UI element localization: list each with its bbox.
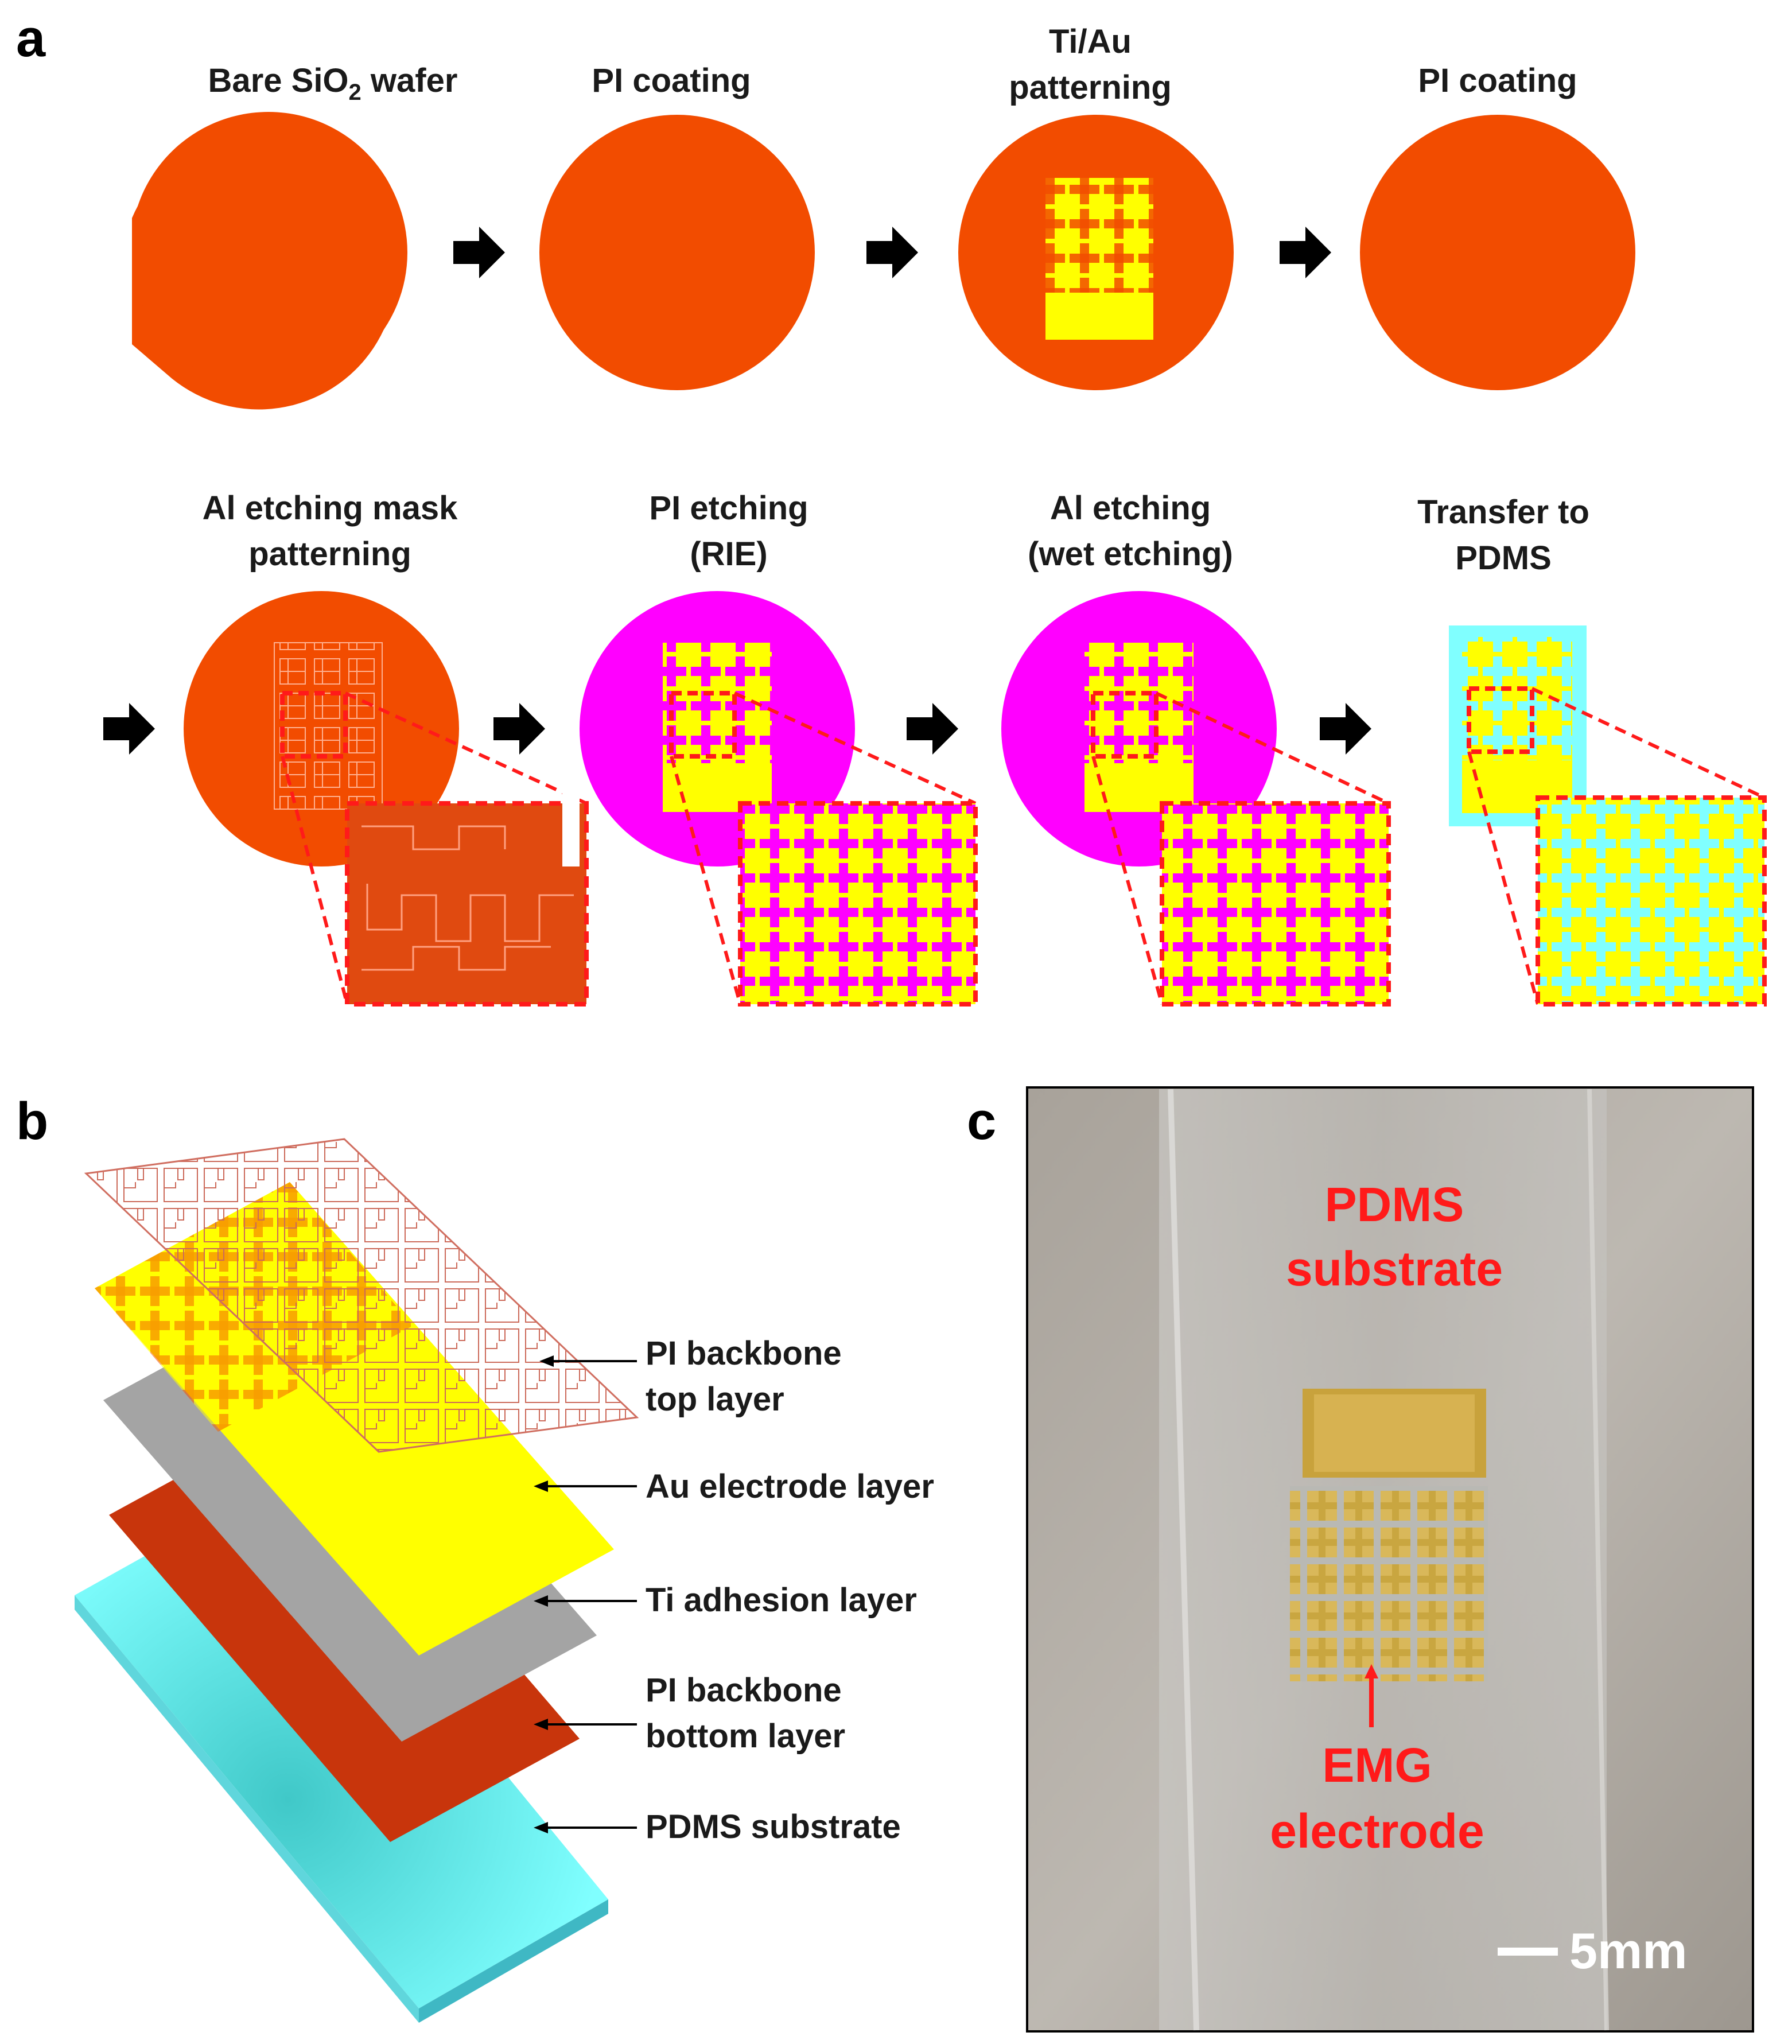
wafer-7	[984, 591, 1277, 866]
layer-label-4: PI backbone	[646, 1672, 842, 1709]
photo-label-substrate: substrate	[1286, 1242, 1503, 1296]
step-label-1: Bare SiO2 wafer	[208, 62, 458, 105]
photo	[1026, 1086, 1754, 2033]
layer-label-2: Au electrode layer	[646, 1468, 934, 1505]
zoom-box-6	[738, 801, 978, 1007]
photo-label-emg: EMG	[1322, 1738, 1432, 1792]
step-label-3b: patterning	[1009, 69, 1172, 106]
layer-label-4b: bottom layer	[646, 1717, 845, 1755]
scale-bar-label: 5mm	[1569, 1922, 1687, 1979]
panel-letter-a: a	[16, 9, 46, 68]
zoom-box-8	[1536, 795, 1767, 1007]
zoom-box-5	[345, 801, 589, 1007]
layer-arrow-2	[534, 1480, 637, 1492]
arrow-4	[103, 703, 155, 755]
step-label-8: Transfer to	[1417, 493, 1589, 531]
wafer-6	[562, 591, 855, 866]
arrow-7	[1320, 703, 1371, 755]
step-label-5b: patterning	[248, 535, 411, 573]
zoom-lines-6	[670, 691, 977, 1005]
layer-arrow-3	[534, 1595, 637, 1607]
scale-bar	[1498, 1948, 1558, 1956]
layer-label-3: Ti adhesion layer	[646, 1581, 917, 1619]
pdms-chip-8	[1449, 625, 1587, 826]
zoom-lines-7	[1091, 691, 1390, 1005]
photo-label-electrode: electrode	[1270, 1804, 1484, 1858]
layer-label-1b: top layer	[646, 1381, 784, 1418]
wafer-3	[941, 115, 1234, 390]
panel-letter-b: b	[16, 1092, 48, 1151]
arrow-5	[493, 703, 545, 755]
zoom-lines-5	[281, 691, 588, 1005]
arrow-2	[866, 227, 918, 278]
step-label-4: PI coating	[1418, 62, 1577, 99]
step-label-2: PI coating	[592, 62, 751, 99]
step-label-6: PI etching	[649, 489, 808, 527]
wafer-2	[522, 115, 815, 390]
layer-pi-top	[84, 1138, 639, 1453]
panel-letter-c: c	[967, 1092, 996, 1151]
arrow-6	[907, 703, 958, 755]
wafer-1	[115, 112, 407, 410]
layer-arrow-1	[539, 1355, 637, 1367]
layer-label-5: PDMS substrate	[646, 1808, 901, 1845]
zoom-lines-8	[1467, 687, 1766, 1005]
step-label-6b: (RIE)	[690, 535, 767, 573]
step-label-5: Al etching mask	[203, 489, 458, 527]
wafer-5	[166, 591, 459, 866]
arrow-1	[453, 227, 505, 278]
step-label-3: Ti/Au	[1049, 23, 1132, 60]
zoom-box-7	[1160, 801, 1391, 1007]
photo-label-pdms: PDMS	[1325, 1178, 1464, 1231]
wafer-4	[1343, 115, 1635, 390]
layer-arrow-5	[534, 1822, 637, 1833]
step-label-7: Al etching	[1050, 489, 1211, 527]
layer-label-1: PI backbone	[646, 1335, 842, 1372]
step-label-8b: PDMS	[1455, 539, 1552, 577]
step-label-7b: (wet etching)	[1028, 535, 1233, 573]
arrow-3	[1280, 227, 1331, 278]
layer-arrow-4	[534, 1719, 637, 1730]
